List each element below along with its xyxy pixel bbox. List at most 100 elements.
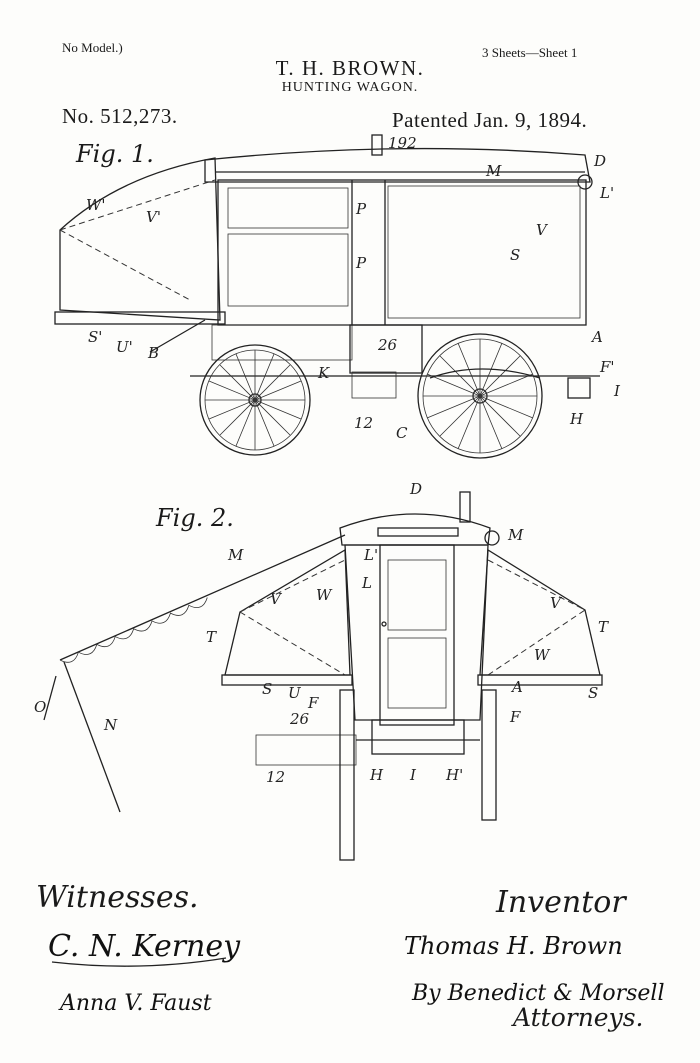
callout2-roof-d: D — [409, 480, 422, 498]
shaft — [149, 319, 206, 353]
callout-tent-w: W' — [86, 196, 106, 214]
figure-1-drawing: 192 D M L' W' V' P P V S S' U' B K 26 12… — [54, 134, 621, 459]
rear-door — [379, 544, 455, 726]
callout-rear-i: I — [613, 382, 621, 400]
wagon-roof — [204, 147, 591, 183]
callout2-floor-u-left: U — [288, 684, 302, 702]
witnesses-label: Witnesses. — [36, 880, 199, 915]
callout-spring-k: K — [317, 364, 330, 382]
roof-roller — [377, 527, 459, 537]
callout2-flap-t-right: T — [598, 618, 609, 636]
callout2-flap-v-left: V — [270, 590, 283, 608]
callout2-under-h2: H' — [445, 766, 463, 784]
callout2-hub-f-left: F — [307, 694, 319, 712]
tent-extension — [59, 157, 221, 321]
figure-2-label: Fig. 2. — [156, 504, 234, 532]
callout2-pole-n: N — [103, 716, 118, 734]
stove-pipe-end — [459, 491, 471, 523]
upper-window-screen — [227, 187, 349, 229]
wagon-body — [217, 179, 587, 326]
left-tent-flap — [224, 548, 351, 676]
callout2-under-h: H — [369, 766, 384, 784]
tent-floor — [54, 311, 226, 325]
callout2-door-l: L — [361, 574, 372, 592]
callout-pipe: 192 — [388, 134, 417, 152]
callout-shaft-b: B — [147, 344, 159, 362]
awning-roller — [577, 174, 593, 190]
callout-panel-p-top: P — [355, 200, 367, 218]
callout-body-s: S — [510, 246, 520, 264]
callout-body-a: A — [590, 328, 603, 346]
callout-floor-u: U' — [116, 338, 133, 356]
callout2-floor-a-right: A — [510, 678, 523, 696]
stove-pipe — [371, 134, 383, 156]
callout-panel-p-bottom: P — [355, 254, 367, 272]
left-wheel-edge — [339, 689, 355, 861]
patent-number: No. 512,273. — [62, 104, 178, 128]
callout2-flap-w-left: W — [316, 586, 333, 604]
sheet-info: 3 Sheets—Sheet 1 — [482, 45, 578, 60]
awning-scallop — [59, 597, 208, 663]
callout2-pole-o: O — [34, 698, 46, 716]
callout2-flap-w-right: W — [534, 646, 551, 664]
undercarriage-slats — [211, 324, 353, 361]
body-side-panel — [387, 185, 581, 319]
callout2-step-12: 12 — [266, 768, 285, 786]
left-tent-floor — [221, 674, 353, 686]
lower-window-screen — [227, 233, 349, 307]
inventor-name: T. H. BROWN. — [275, 56, 425, 80]
callout-roof-d: D — [593, 152, 606, 170]
invention-title: HUNTING WAGON. — [281, 80, 419, 95]
attorney-signature: By Benedict & Morsell — [411, 981, 664, 1006]
figure-1-label: Fig. 1. — [76, 140, 154, 168]
end-body — [344, 544, 489, 721]
callout2-awning-m: M — [227, 546, 244, 564]
callout2-step-26: 26 — [289, 710, 310, 728]
folding-step — [351, 371, 397, 399]
rear-wheel — [417, 333, 543, 459]
callout-floor-s: S' — [88, 328, 102, 346]
callout-roof-m: M — [485, 162, 502, 180]
callout2-under-i: I — [409, 766, 417, 784]
callout2-floor-s-left: S — [262, 680, 272, 698]
callout-step-26: 26 — [377, 336, 398, 354]
figure-2-drawing: D M M L' L V W T V W T S U A S N O F F 2… — [34, 480, 609, 861]
callout-rail-l: L' — [599, 184, 614, 202]
end-step — [255, 734, 357, 766]
callout2-door-l-top: L' — [363, 546, 378, 564]
inventor-label: Inventor — [496, 885, 626, 920]
door-upper-screen — [387, 559, 447, 631]
callout2-flap-v-right: V — [550, 594, 563, 612]
awning-pole — [63, 661, 121, 813]
right-wheel-edge — [481, 689, 497, 821]
patent-date: Patented Jan. 9, 1894. — [392, 108, 588, 132]
witness-1-signature: C. N. Kerney — [48, 929, 241, 964]
awning-edge — [59, 534, 346, 661]
witness-2-signature: Anna V. Faust — [58, 991, 212, 1016]
end-roof — [339, 513, 491, 546]
callout-step-12: 12 — [354, 414, 373, 432]
front-wheel — [199, 344, 311, 456]
callout-rear-h: H — [569, 410, 584, 428]
signature-block: C. N. Kerney Anna V. Faust Thomas H. Bro… — [48, 929, 664, 1016]
right-tent-floor — [477, 674, 603, 686]
callout-box-c: C — [396, 424, 408, 442]
inventor-signature: Thomas H. Brown — [404, 932, 623, 960]
attorneys-label: Attorneys. — [513, 1003, 644, 1032]
step-box — [349, 324, 423, 374]
rear-support — [567, 377, 591, 399]
lower-frame — [371, 719, 465, 755]
door-knob — [381, 621, 387, 627]
callout-tent-v: V' — [146, 208, 161, 226]
callout-body-v: V — [536, 221, 549, 239]
guy-stake — [43, 675, 57, 721]
callout2-floor-s-right: S — [588, 684, 598, 702]
leaf-spring — [429, 368, 541, 379]
callout-axle-f: F' — [599, 358, 615, 376]
witness-1-underline — [51, 957, 227, 967]
side-roller — [484, 530, 500, 546]
door-lower-screen — [387, 637, 447, 709]
callout2-flap-t-left: T — [206, 628, 217, 646]
